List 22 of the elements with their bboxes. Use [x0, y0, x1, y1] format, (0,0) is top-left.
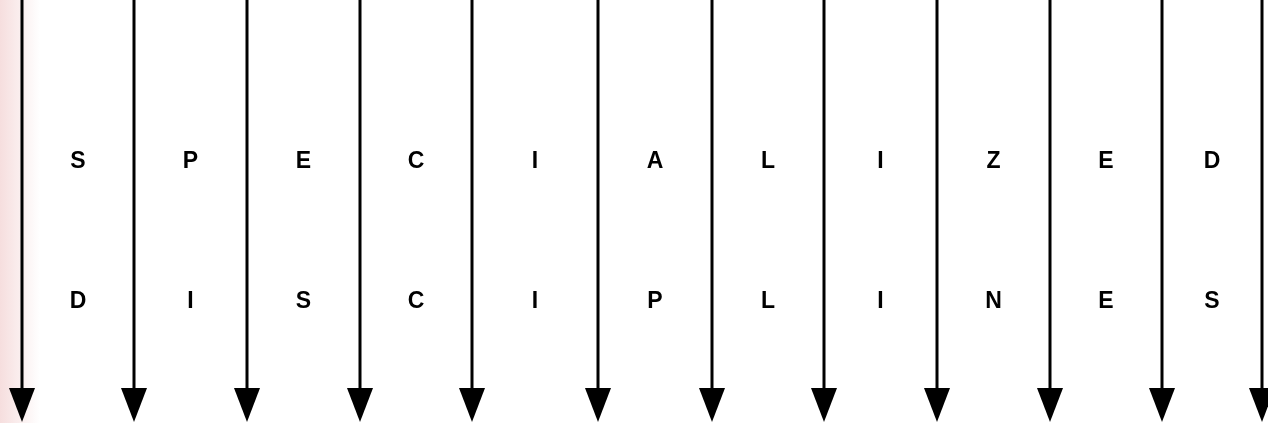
letter: S	[1204, 286, 1220, 314]
letter: I	[187, 286, 194, 314]
letter: D	[1203, 146, 1221, 174]
letter: L	[760, 146, 776, 174]
letter: I	[531, 286, 539, 314]
letter: L	[760, 286, 776, 314]
letter: I	[877, 286, 884, 314]
letter: E	[1098, 146, 1114, 174]
letter: P	[647, 286, 663, 314]
letter: N	[985, 286, 1002, 314]
letter: A	[646, 146, 664, 174]
letter: C	[407, 146, 425, 174]
letter: S	[295, 286, 312, 314]
letter: C	[407, 286, 425, 314]
letter: P	[182, 146, 199, 174]
letter: Z	[986, 146, 1001, 174]
letter: E	[1098, 286, 1114, 314]
letter: I	[531, 146, 539, 174]
letter: S	[70, 146, 86, 174]
letter: I	[877, 146, 884, 174]
letter: D	[69, 286, 87, 314]
letter: E	[295, 146, 312, 174]
